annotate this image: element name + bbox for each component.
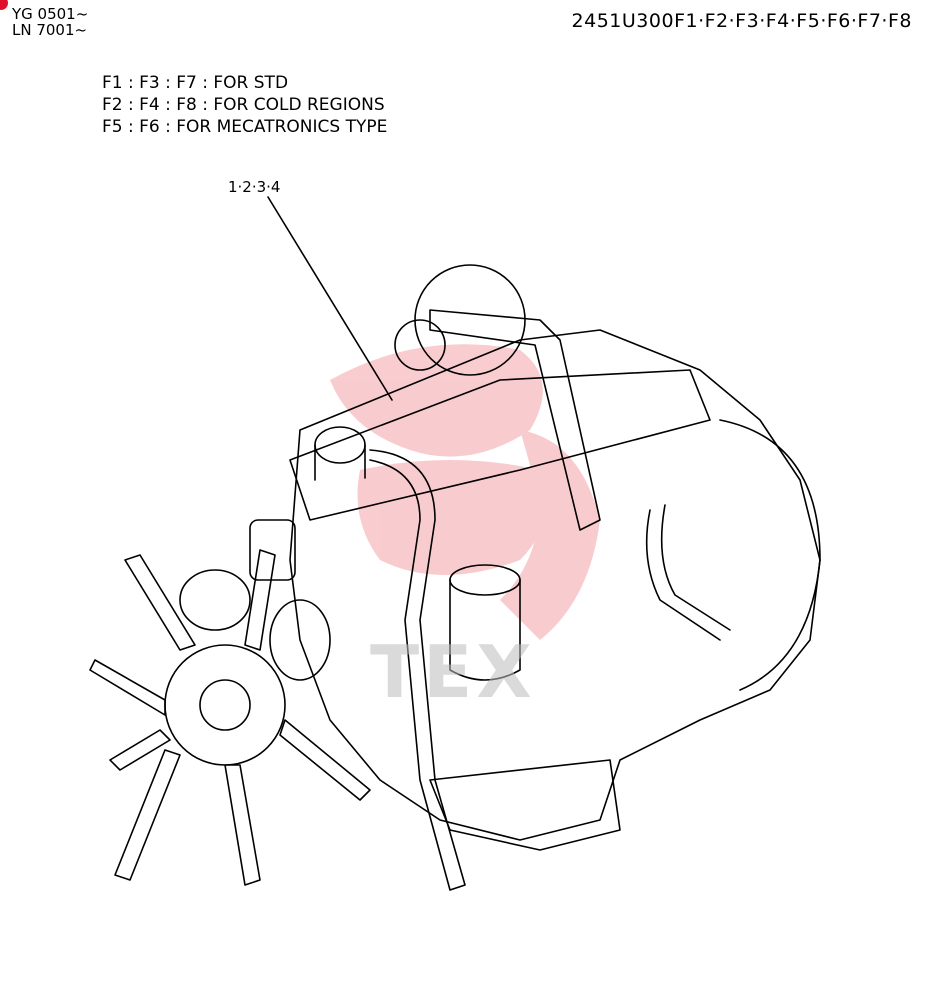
variant-line-std: F1 : F3 : F7 : FOR STD (102, 73, 289, 93)
engine-block (289, 329, 821, 841)
oil-filler-cap (314, 426, 366, 464)
intake-pipe (429, 309, 601, 531)
callout-label: 1·2·3·4 (228, 178, 281, 196)
dipstick-tube (369, 449, 466, 891)
part-number: 2451U300F1·F2·F3·F4·F5·F6·F7·F8 (571, 10, 912, 32)
variant-line-cold: F2 : F4 : F8 : FOR COLD REGIONS (102, 95, 385, 115)
alternator (179, 569, 251, 631)
oil-pan (429, 759, 621, 851)
water-pump (269, 599, 331, 681)
serial-line-1: YG 0501~ (12, 5, 89, 23)
cooling-fan (89, 549, 371, 886)
watermark-text: TEX (370, 630, 536, 714)
serial-line-2: LN 7001~ (12, 21, 88, 39)
serial-range: YG 0501~ LN 7001~ (12, 6, 88, 38)
variant-line-mecatronics: F5 : F6 : FOR MECATRONICS TYPE (102, 117, 388, 137)
corner-marker (0, 0, 8, 10)
fuel-filter (449, 579, 521, 681)
injection-lines (645, 504, 731, 641)
thermostat-housing (249, 519, 296, 581)
callout-leader (267, 196, 393, 401)
valve-cover (289, 369, 711, 521)
variant-legend: F1 : F3 : F7 : FOR STD F2 : F4 : F8 : FO… (102, 72, 387, 138)
watermark-logo (330, 344, 600, 640)
flywheel-housing (719, 419, 821, 691)
